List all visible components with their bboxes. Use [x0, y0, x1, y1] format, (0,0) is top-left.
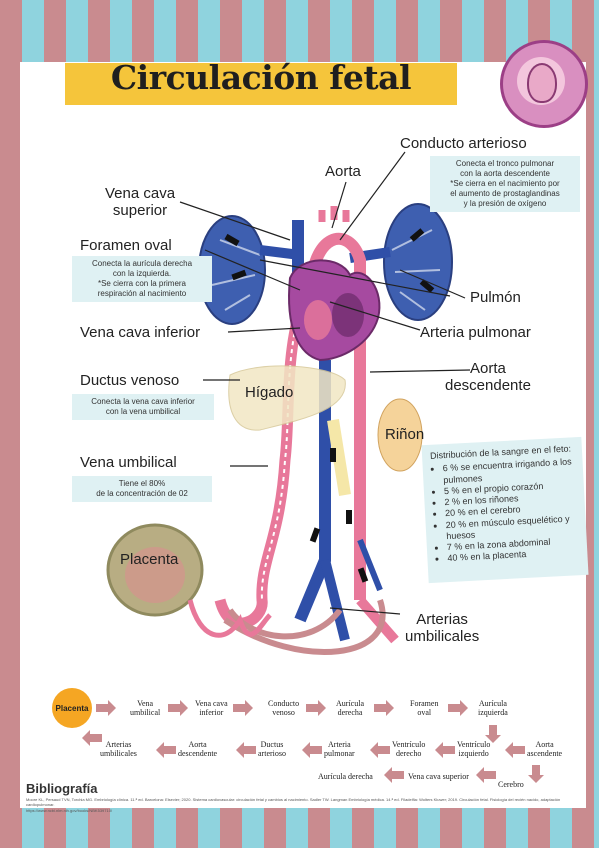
- flow-arrow: [233, 700, 253, 716]
- flow-arrow: [236, 742, 256, 758]
- flow-arrow: [505, 742, 525, 758]
- flow-node-row2: Ventrículo izquierdo: [457, 740, 491, 759]
- label-higado: Hígado: [245, 384, 294, 401]
- flow-node-row2: Aorta descendente: [178, 740, 218, 759]
- flow-node-row1: Aurícula derecha: [336, 699, 364, 718]
- flow-node-row1: Aurícula izquierda: [478, 699, 508, 718]
- flow-start-node: Placenta: [52, 688, 92, 728]
- flow-node-row1: Conducto venoso: [268, 699, 300, 718]
- flow-arrow: [374, 700, 394, 716]
- flow-arrow: [96, 700, 116, 716]
- fetus-icon: [500, 40, 588, 128]
- flow-node-row2: Arterias umbilicales: [100, 740, 137, 759]
- flow-arrow: [476, 767, 496, 783]
- note-vena-umbilical: Tiene el 80% de la concentración de 02: [72, 476, 212, 502]
- flow-node-row1: Vena umbilical: [130, 699, 161, 718]
- note-conducto-arterioso: Conecta el tronco pulmonar con la aorta …: [430, 156, 580, 212]
- flow-node-row3: Cerebro: [498, 780, 524, 789]
- label-placenta: Placenta: [120, 551, 179, 568]
- label-ductus-venoso: Ductus venoso: [80, 372, 180, 389]
- flow-node-row2: Arteria pulmonar: [324, 740, 355, 759]
- label-vena-cava-superior: Vena cava superior: [105, 185, 176, 219]
- flow-node-row1: Foramen oval: [410, 699, 439, 718]
- label-aorta-descendente: Aorta descendente: [445, 360, 531, 394]
- label-aorta: Aorta: [325, 163, 361, 180]
- page-title: Circulación fetal: [110, 58, 412, 97]
- kidney-shape: [377, 398, 423, 472]
- label-arterias-umbilicales: Arterias umbilicales: [405, 611, 480, 645]
- title-bar: [65, 63, 457, 105]
- flow-arrow: [168, 700, 188, 716]
- flow-node-row2: Aorta ascendente: [527, 740, 563, 759]
- label-arteria-pulmonar: Arteria pulmonar: [420, 324, 531, 341]
- flow-arrow: [82, 730, 102, 746]
- bibliography-text: Moore KL, Persaud TVN, Torchia MG. Embri…: [26, 797, 561, 808]
- liver-shape: [228, 365, 346, 431]
- label-pulmon: Pulmón: [470, 289, 521, 306]
- flow-arrow: [528, 765, 544, 783]
- flow-node-row3: Aurícula derecha: [318, 772, 373, 781]
- flow-arrow: [448, 700, 468, 716]
- flow-arrow: [435, 742, 455, 758]
- flow-arrow: [156, 742, 176, 758]
- flow-arrow: [370, 742, 390, 758]
- flow-arrow: [302, 742, 322, 758]
- flow-node-row2: Ductus arterioso: [258, 740, 286, 759]
- flow-arrow: [306, 700, 326, 716]
- label-vena-cava-inferior: Vena cava inferior: [80, 324, 201, 341]
- flow-node-row3: Vena cava superior: [408, 772, 469, 781]
- bibliography-link[interactable]: https://www.ncbi.nlm.nih.gov/books/NBK53…: [26, 808, 113, 813]
- note-foramen-oval: Conecta la aurícula derecha con la izqui…: [72, 256, 212, 302]
- label-conducto-arterioso: Conducto arterioso: [400, 135, 527, 152]
- label-vena-umbilical: Vena umbilical: [80, 454, 177, 471]
- right-lung: [383, 203, 453, 321]
- flow-node-row1: Vena cava inferior: [195, 699, 228, 718]
- note-ductus-venoso: Conecta la vena cava inferior con la ven…: [72, 394, 214, 420]
- label-rinon: Riñon: [385, 426, 425, 443]
- flow-arrow: [384, 767, 404, 783]
- flow-arrow: [485, 725, 501, 743]
- label-foramen-oval: Foramen oval: [80, 237, 172, 254]
- bibliography-title: Bibliografía: [26, 781, 98, 796]
- flow-node-row2: Ventrículo derecho: [392, 740, 426, 759]
